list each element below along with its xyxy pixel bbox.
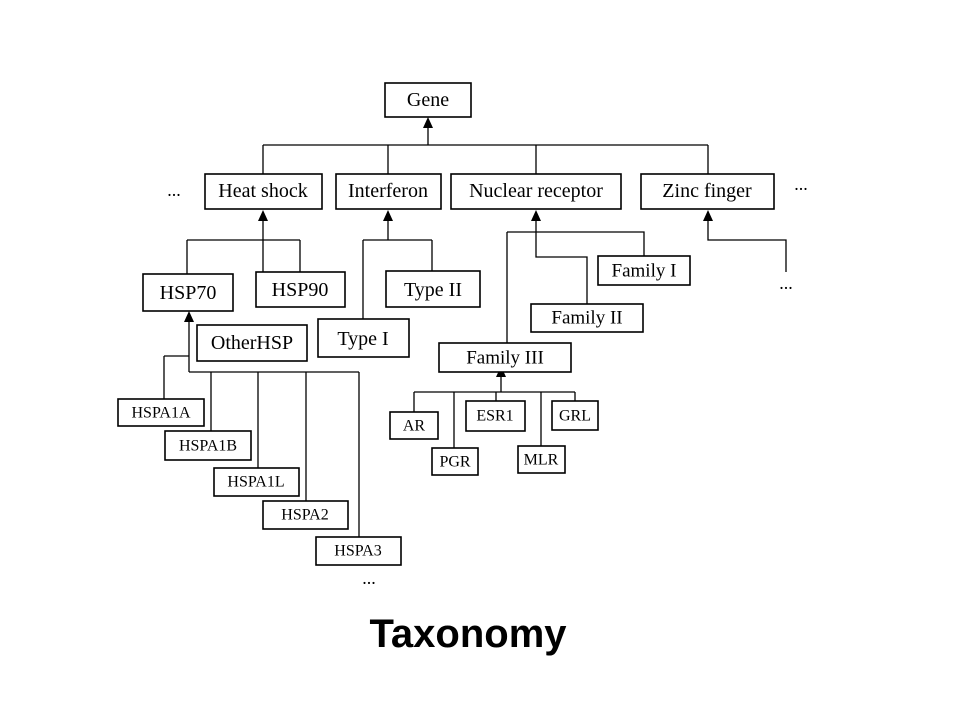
page-title: Taxonomy	[369, 612, 567, 656]
node-family-iii-label: Family III	[466, 348, 544, 369]
node-esr1: ESR1	[465, 400, 526, 432]
node-mlr: MLR	[517, 445, 566, 474]
node-ar-label: AR	[403, 418, 426, 435]
node-hspa1b: HSPA1B	[164, 430, 252, 461]
arrowhead-interferon	[383, 210, 393, 221]
node-hspa2: HSPA2	[262, 500, 349, 530]
node-hspa1l-label: HSPA1L	[227, 474, 284, 491]
node-zinc-finger: Zinc finger	[640, 173, 775, 210]
node-family-i-label: Family I	[612, 261, 677, 282]
node-hsp70: HSP70	[142, 273, 234, 312]
arrowhead-hsp70	[184, 311, 194, 322]
node-hsp90-label: HSP90	[272, 279, 329, 301]
edge-gene-categories	[262, 125, 709, 174]
node-mlr-label: MLR	[524, 452, 559, 469]
node-grl: GRL	[551, 400, 599, 431]
node-type-ii: Type II	[385, 270, 481, 308]
node-type-i: Type I	[317, 318, 410, 358]
edge-hsp70-children	[163, 318, 360, 537]
node-hspa3: HSPA3	[315, 536, 402, 566]
node-heat-shock-label: Heat shock	[218, 180, 307, 202]
node-other-hsp: OtherHSP	[196, 324, 308, 362]
edge-familyiii-children	[413, 373, 576, 448]
edge-zincfinger-children	[707, 218, 787, 272]
edge-heatshock-children	[186, 218, 301, 274]
node-hspa3-label: HSPA3	[334, 543, 381, 560]
node-other-hsp-label: OtherHSP	[211, 332, 293, 354]
node-interferon-label: Interferon	[348, 180, 428, 202]
node-ar: AR	[389, 411, 439, 440]
node-hspa1a-label: HSPA1A	[132, 405, 191, 422]
node-hspa2-label: HSPA2	[281, 507, 328, 524]
ellipsis-left-categories: ...	[167, 180, 181, 200]
node-heat-shock: Heat shock	[204, 173, 323, 210]
node-hsp90: HSP90	[255, 271, 346, 308]
tree-arrowheads	[184, 117, 713, 377]
node-family-ii: Family II	[530, 303, 644, 333]
arrowhead-gene	[423, 117, 433, 128]
ellipsis-zinc-finger-children: ...	[779, 273, 793, 293]
node-nuclear-receptor: Nuclear receptor	[450, 173, 622, 210]
node-grl-label: GRL	[559, 408, 591, 425]
node-hspa1a: HSPA1A	[117, 398, 205, 427]
node-type-ii-label: Type II	[404, 279, 462, 301]
node-nuclear-receptor-label: Nuclear receptor	[469, 180, 603, 202]
arrowhead-heat-shock	[258, 210, 268, 221]
node-gene-label: Gene	[407, 89, 449, 111]
edge-interferon-children	[362, 218, 433, 319]
node-family-iii: Family III	[438, 342, 572, 373]
arrowhead-zinc-finger	[703, 210, 713, 221]
ellipsis-right-categories: ...	[794, 174, 808, 194]
node-family-i: Family I	[597, 255, 691, 286]
tree-edges	[163, 125, 787, 537]
node-pgr-label: PGR	[439, 454, 470, 471]
node-interferon: Interferon	[335, 173, 442, 210]
arrowhead-nuclear-receptor	[531, 210, 541, 221]
ellipsis-hsp70-children: ...	[362, 568, 376, 588]
node-zinc-finger-label: Zinc finger	[662, 180, 752, 202]
node-hsp70-label: HSP70	[160, 282, 217, 304]
node-gene: Gene	[384, 82, 472, 118]
edge-nuclear-children	[506, 218, 645, 343]
node-type-i-label: Type I	[337, 328, 388, 350]
node-esr1-label: ESR1	[476, 408, 513, 425]
node-pgr: PGR	[431, 447, 479, 476]
node-family-ii-label: Family II	[551, 308, 622, 329]
node-hspa1b-label: HSPA1B	[179, 438, 237, 455]
node-hspa1l: HSPA1L	[213, 467, 300, 497]
